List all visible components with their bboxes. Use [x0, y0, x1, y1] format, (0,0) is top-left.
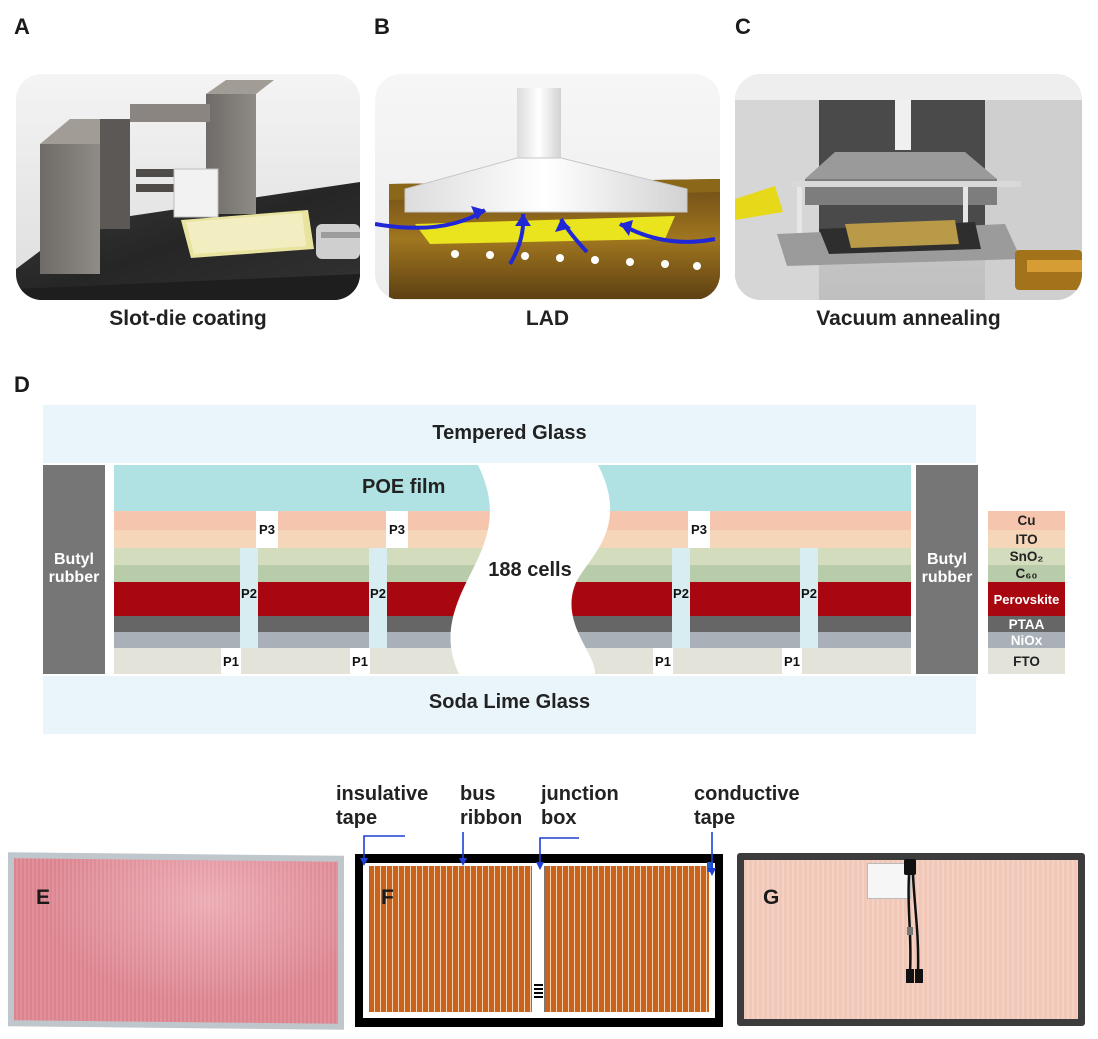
- panel-letter-d: D: [14, 372, 30, 397]
- legend-perovskite: Perovskite: [988, 582, 1065, 616]
- p2-label: P2: [370, 586, 386, 601]
- p3-label: P3: [691, 522, 707, 537]
- p1-scribe: P1: [221, 648, 241, 674]
- bus-ribbon: [531, 866, 545, 1012]
- p2-scribe: [800, 548, 818, 648]
- legend-cu: Cu: [988, 511, 1065, 530]
- junction-box: [534, 984, 543, 998]
- slot-die-illustration: [16, 80, 360, 300]
- soda-lime-glass-label: Soda Lime Glass: [428, 691, 591, 713]
- lad-render: [375, 74, 720, 300]
- slot-die-render: [16, 74, 360, 300]
- legend-niox: NiOx: [988, 632, 1065, 648]
- panel-letter-g: G: [763, 886, 780, 909]
- caption-slot-die: Slot-die coating: [109, 307, 267, 330]
- cell-count-label: 188 cells: [488, 559, 572, 581]
- p2-label: P2: [673, 586, 689, 601]
- legend-ito: ITO: [988, 530, 1065, 548]
- legend-ptaa: PTAA: [988, 616, 1065, 632]
- p2-scribe: [672, 548, 690, 648]
- p3-scribe: P3: [386, 511, 408, 548]
- cell-strings-right: [545, 866, 709, 1012]
- butyl-rubber-left-label: Butyl rubber: [48, 551, 100, 586]
- panel-letter-a: A: [14, 14, 30, 39]
- butyl-rubber-left: [43, 465, 105, 674]
- insulative-tape-label: insulative tape: [336, 783, 429, 829]
- panel-letter-b: B: [374, 14, 390, 39]
- caption-vacuum: Vacuum annealing: [816, 307, 1001, 330]
- lad-illustration: [375, 88, 720, 299]
- p1-label: P1: [352, 653, 368, 669]
- p2-label: P2: [241, 586, 257, 601]
- module-layout: [355, 854, 723, 1027]
- soda-lime-glass: [43, 676, 976, 734]
- vacuum-illustration: [735, 74, 1082, 300]
- panel-letter-e: E: [36, 886, 51, 909]
- p3-label: P3: [259, 522, 275, 537]
- junction-box-label: junction box: [541, 783, 619, 829]
- conductive-tape: [707, 862, 713, 872]
- p2-scribe: [240, 548, 258, 648]
- conductive-tape-label: conductive tape: [694, 783, 800, 829]
- butyl-rubber-right-label: Butyl rubber: [921, 551, 973, 586]
- tempered-glass: [43, 405, 976, 463]
- cell-strings-left: [369, 866, 531, 1012]
- bus-ribbon-label: bus ribbon: [460, 783, 523, 829]
- label-sticker: [867, 863, 911, 899]
- vacuum-render: [735, 74, 1082, 300]
- butyl-rubber-right: [916, 465, 978, 674]
- panel-letter-f: F: [381, 886, 394, 909]
- p2-scribe: [369, 548, 387, 648]
- cables: [906, 874, 923, 983]
- p1-label: P1: [223, 653, 239, 669]
- module-back-photo: [737, 853, 1085, 1026]
- legend-fto: FTO: [988, 648, 1065, 674]
- p2-label: P2: [801, 586, 817, 601]
- p1-scribe: P1: [350, 648, 370, 674]
- p1-label: P1: [784, 653, 800, 669]
- legend-sno2: SnO₂: [988, 548, 1065, 565]
- junction-box: [904, 859, 916, 875]
- legend-c60: C₆₀: [988, 565, 1065, 582]
- p1-label: P1: [655, 653, 671, 669]
- poe-film-label: POE film: [362, 476, 446, 498]
- p1-scribe: P1: [782, 648, 802, 674]
- caption-lad: LAD: [525, 307, 570, 330]
- p1-scribe: P1: [653, 648, 673, 674]
- tempered-glass-label: Tempered Glass: [432, 422, 587, 444]
- p3-scribe: P3: [688, 511, 710, 548]
- p3-label: P3: [389, 522, 405, 537]
- panel-letter-c: C: [735, 14, 751, 39]
- p3-scribe: P3: [256, 511, 278, 548]
